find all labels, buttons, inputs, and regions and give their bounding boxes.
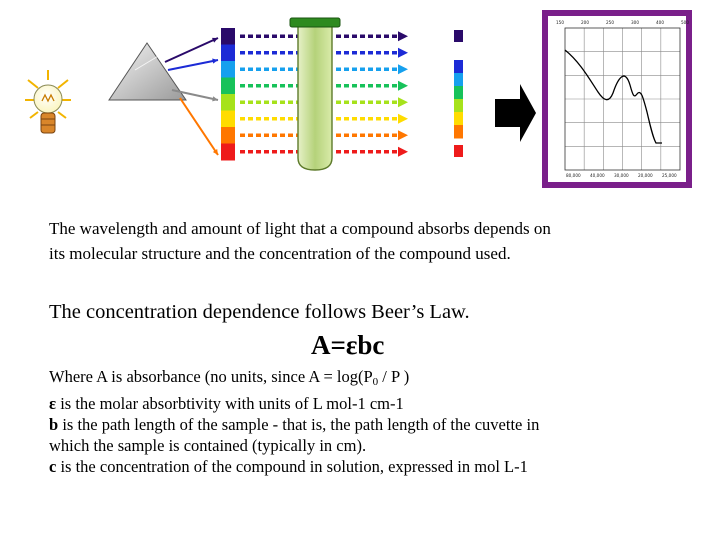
intro-line-2: its molecular structure and the concentr… [49,244,511,263]
spectrum-band [221,127,235,144]
top-tick-label: 400 [656,20,664,25]
bottom-tick-label: 40,000 [590,173,605,178]
spectrum-curve [564,49,662,144]
spectroscopy-illustration: 150 200 250 300 400 500 80,000 40,000 30,000 20,… [25,10,692,188]
light-bulb-icon [25,70,71,134]
top-tick-label: 500 [681,20,689,25]
transmitted-arrowhead [398,80,408,91]
spectrum-band [221,143,235,161]
bulb-base [40,112,56,134]
definition-path-length-cont: which the sample is contained (typically… [49,436,367,455]
dispersed-ray [167,59,219,71]
dispersed-ray [164,37,219,63]
spectrum-band [454,30,463,42]
beers-law-statement: The concentration dependence follows Bee… [49,301,470,323]
variable-definitions: Where A is absorbance (no units, since A… [49,366,669,477]
top-tick-label: 250 [606,20,614,25]
beers-law-equation: A=εbc [311,330,385,360]
c-symbol: c [49,457,57,476]
spectrum-band [454,125,463,139]
bottom-tick-label: 25,000 [662,173,677,178]
dispersed-ray [171,89,219,101]
definition-path-length: b is the path length of the sample - tha… [49,414,669,435]
p-zero-subscript: 0 [372,376,379,388]
absorbance-text: Where A is absorbance (no units, since A… [49,367,373,386]
bulb-glass [33,84,63,114]
dispersed-ray [179,97,219,156]
light-rays [25,70,71,119]
bottom-tick-label: 80,000 [566,173,581,178]
spectrum-band [221,110,235,128]
epsilon-text: is the molar absorbtivity with units of … [56,394,404,413]
bottom-tick-label: 30,000 [614,173,629,178]
concentration-text: is the concentration of the compound in … [56,457,528,476]
ray-arrowhead [212,37,218,43]
spectrum-band [454,99,463,113]
spectrum-band [221,61,235,78]
transmitted-arrowhead [398,113,408,124]
spectrum-band [454,73,463,87]
ray-arrowhead [212,96,218,102]
epsilon-symbol: ε [49,394,57,413]
ray-arrowhead [212,58,218,64]
b-symbol: b [49,415,59,434]
cuvette-cap [289,17,341,28]
transmitted-spectrum-strip [454,30,463,157]
cuvette-icon [289,17,341,171]
intro-line-1: The wavelength and amount of light that … [49,219,551,238]
transmitted-arrowhead [398,47,408,58]
spectrum-bottom-tick-labels: 80,000 40,000 30,000 20,000 25,000 [566,173,677,178]
ray-arrowhead [212,149,218,155]
dispersion-rays [164,37,219,156]
bulb-filament [41,93,55,103]
spectrum-band [454,112,463,126]
definition-absorbance: Where A is absorbance (no units, since A… [49,366,669,393]
spectrum-band [454,145,463,157]
transmitted-arrowhead [398,31,408,42]
transmitted-arrowhead [398,146,408,157]
transmitted-arrowhead [398,97,408,108]
spectrum-band [221,94,235,111]
definition-epsilon: ε is the molar absorbtivity with units o… [49,393,669,414]
absorbance-text-end: / P ) [378,367,410,386]
spectrum-band [454,60,463,74]
top-tick-label: 300 [631,20,639,25]
top-tick-label: 200 [581,20,589,25]
spectrum-top-tick-labels: 150 200 250 300 400 500 [556,20,689,25]
transmitted-arrowhead [398,64,408,75]
cuvette-body [297,24,333,171]
spectrum-grid [565,28,680,170]
transmitted-beam-arrows [336,31,408,157]
definition-concentration: c is the concentration of the compound i… [49,456,669,477]
path-length-text: is the path length of the sample - that … [58,415,540,434]
spectrum-band [221,28,235,45]
spectrum-band [221,44,235,62]
arrow-right-icon [495,84,536,142]
spectrum-band [454,86,463,100]
spectrum-band [221,77,235,95]
transmitted-arrowhead [398,130,408,141]
prism-icon [108,42,187,101]
intro-paragraph: The wavelength and amount of light that … [49,216,669,266]
spectrum-strip-left [221,28,235,161]
top-tick-label: 150 [556,20,564,25]
bottom-tick-label: 20,000 [638,173,653,178]
absorption-spectrum-icon: 150 200 250 300 400 500 80,000 40,000 30,000 20,… [542,10,692,188]
prism-highlight [134,54,161,71]
